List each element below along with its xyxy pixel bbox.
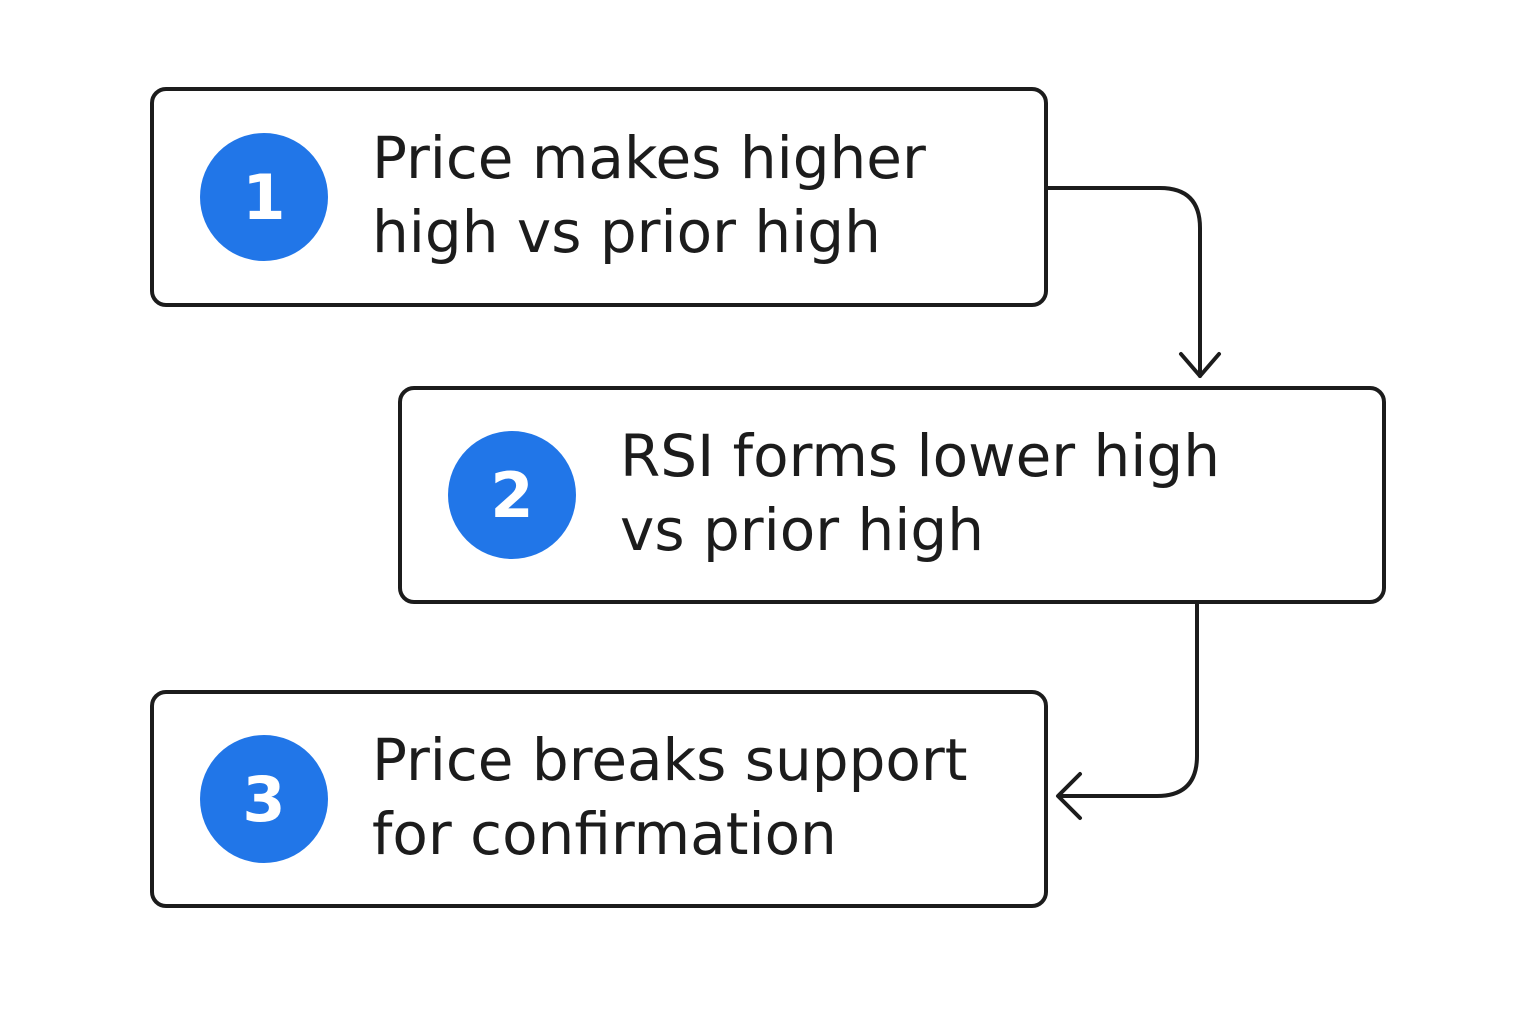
step-1-box: 1 Price makes higher high vs prior high [150, 87, 1048, 307]
connector-1-to-2 [1046, 186, 1202, 378]
step-3-badge: 3 [200, 735, 328, 863]
step-2-text: RSI forms lower high vs prior high [620, 422, 1220, 564]
arrow-down-icon [1179, 352, 1221, 378]
step-2-box: 2 RSI forms lower high vs prior high [398, 386, 1386, 604]
arrow-left-icon [1056, 772, 1082, 820]
step-3-box: 3 Price breaks support for confirmation [150, 690, 1048, 908]
step-2-badge: 2 [448, 431, 576, 559]
connector-2-to-3 [1058, 602, 1199, 798]
step-3-text: Price breaks support for confirmation [372, 726, 968, 868]
step-1-text: Price makes higher high vs prior high [372, 124, 926, 266]
step-1-badge: 1 [200, 133, 328, 261]
